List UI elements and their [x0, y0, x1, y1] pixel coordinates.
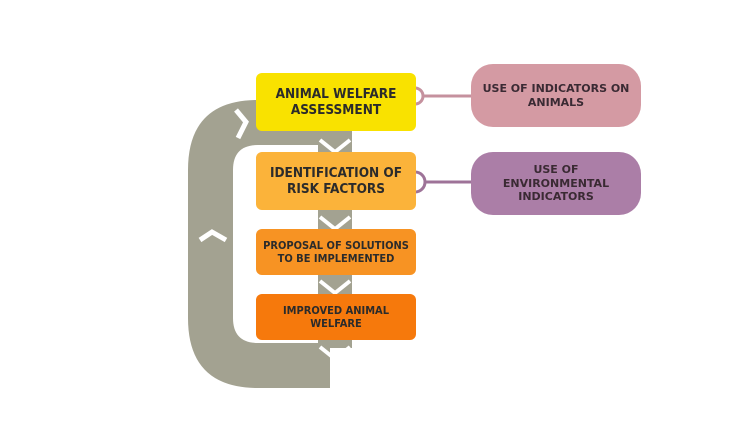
- step-proposal-of-solutions: PROPOSAL OF SOLUTIONS TO BE IMPLEMENTED: [256, 229, 416, 275]
- indicator-environmental: USE OF ENVIRONMENTAL INDICATORS: [471, 152, 641, 215]
- cycle-band: [188, 100, 330, 388]
- indicator-animals: USE OF INDICATORS ON ANIMALS: [471, 64, 641, 127]
- step-label: PROPOSAL OF SOLUTIONS TO BE IMPLEMENTED: [263, 238, 409, 265]
- step-label: IDENTIFICATION OF RISK FACTORS: [269, 164, 403, 197]
- flow-chevron: [318, 345, 352, 362]
- flow-chevron: [318, 279, 352, 296]
- cycle-segment-divider: [234, 108, 249, 140]
- step-label: ANIMAL WELFARE ASSESSMENT: [275, 85, 397, 118]
- step-animal-welfare-assessment: ANIMAL WELFARE ASSESSMENT: [256, 73, 416, 131]
- step-improved-animal-welfare: IMPROVED ANIMAL WELFARE: [256, 294, 416, 340]
- step-identification-of-risk-factors: IDENTIFICATION OF RISK FACTORS: [256, 152, 416, 210]
- indicator-label: USE OF ENVIRONMENTAL INDICATORS: [502, 162, 610, 204]
- connector-risk-environment: [414, 170, 427, 194]
- cycle-segment-divider: [198, 229, 228, 243]
- step-label: IMPROVED ANIMAL WELFARE: [282, 303, 390, 330]
- connector-assessment-indicators: [414, 86, 425, 106]
- indicator-label: USE OF INDICATORS ON ANIMALS: [482, 81, 630, 109]
